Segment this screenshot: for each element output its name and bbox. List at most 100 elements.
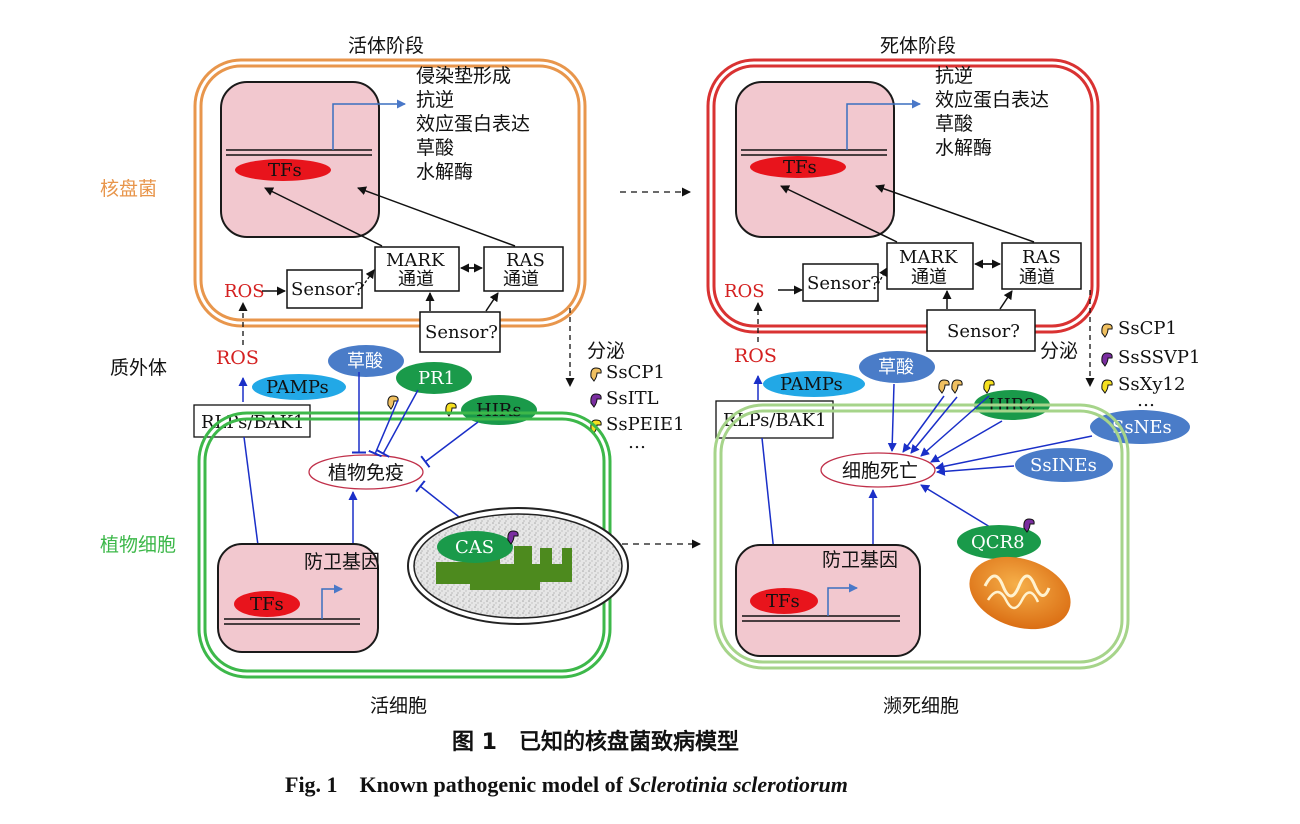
- ssines-ellipse: [1015, 448, 1113, 482]
- living-ras-label-1: RAS: [506, 250, 545, 271]
- living-fungus-arrows: [238, 186, 575, 387]
- qcr8-label: QCR8: [971, 532, 1025, 553]
- cas-effector-icon: [507, 530, 519, 545]
- living-pr1-ellipse: [396, 362, 472, 394]
- cell-death-ellipse: [820, 452, 936, 488]
- dead-mark-label-2: 通道: [911, 267, 947, 288]
- dead-oxalic-label: 草酸: [878, 357, 914, 378]
- caption-english: Fig. 1 Known pathogenic model of Sclerot…: [285, 772, 848, 797]
- living-oxalic-label: 草酸: [347, 351, 383, 372]
- living-stage-title: 活体阶段: [348, 35, 424, 57]
- living-effector-icon-orange: [387, 395, 399, 410]
- dead-output-4: 水解酶: [935, 137, 992, 159]
- dead-ras-box: [1001, 242, 1082, 290]
- living-rlps-box: [193, 404, 311, 438]
- dead-outputs: 抗逆 效应蛋白表达 草酸 水解酶: [935, 65, 1049, 159]
- dead-fungus-ros: ROS: [724, 281, 765, 302]
- living-mark-label-1: MARK: [386, 250, 445, 271]
- dead-plant-cell: [713, 403, 1130, 670]
- chloroplast: [407, 507, 629, 625]
- dead-output-2: 效应蛋白表达: [935, 89, 1049, 111]
- living-secretion-item-1: SsCP1: [606, 362, 665, 383]
- effector-icon: [983, 379, 995, 394]
- qcr8-effector-icon: [1023, 518, 1035, 533]
- living-sensor-bottom-label: Sensor?: [425, 322, 498, 343]
- dead-output-1: 抗逆: [935, 65, 973, 87]
- dead-pamps-ellipse: [763, 371, 865, 397]
- dead-mark-box: [886, 242, 974, 290]
- dead-plant-tfs-label: TFs: [766, 591, 800, 612]
- living-secretion-item-3: SsPEIE1: [606, 414, 685, 435]
- dead-plant-tfs: [750, 588, 818, 614]
- dead-defense-genes: 防卫基因: [822, 549, 898, 571]
- dead-mark-label-1: MARK: [899, 247, 958, 268]
- living-immunity-ellipse: [308, 454, 424, 490]
- living-oxalic-ellipse: [328, 345, 404, 377]
- effector-icon: [951, 379, 963, 394]
- qcr8-ellipse: [957, 525, 1041, 559]
- living-outputs: 侵染垫形成 抗逆 效应蛋白表达 草酸 水解酶: [416, 65, 530, 183]
- dead-secretion-icons: [1101, 323, 1113, 394]
- dead-sensor-bottom-box: [926, 309, 1036, 352]
- cas-ellipse: [437, 531, 513, 563]
- living-mark-label-2: 通道: [398, 269, 434, 290]
- living-plant-tfs-label: TFs: [250, 594, 284, 615]
- living-sensor-left-label: Sensor?: [291, 279, 364, 300]
- effector-icon: [1101, 352, 1113, 367]
- effector-icon: [1101, 323, 1113, 338]
- dead-ras-label-2: 通道: [1019, 267, 1055, 288]
- side-label-fungus: 核盘菌: [100, 178, 157, 200]
- living-ras-box: [483, 246, 564, 292]
- cas-label: CAS: [455, 537, 494, 558]
- dead-rlps-label: RLPs/BAK1: [723, 410, 827, 431]
- dead-sensor-left-box: [802, 263, 879, 302]
- effector-icon: [1101, 379, 1113, 394]
- living-fungus-ros: ROS: [224, 281, 265, 302]
- dead-sensor-left-label: Sensor?: [807, 273, 880, 294]
- dead-secretion-label: 分泌: [1040, 340, 1078, 362]
- side-label-exosome: 质外体: [110, 357, 167, 379]
- dead-plant-nucleus: [735, 544, 921, 657]
- dead-ras-label-1: RAS: [1022, 247, 1061, 268]
- dead-apoplast-ros: ROS: [734, 345, 777, 367]
- dead-effector-icons: [938, 379, 995, 394]
- dead-fungus-tfs: [750, 156, 846, 178]
- living-plant-tfs: [234, 591, 300, 617]
- dead-fungus-arrows: [753, 184, 1095, 387]
- living-output-2: 抗逆: [416, 89, 454, 111]
- dead-secretion-item-1: SsCP1: [1118, 318, 1177, 339]
- ssnes-label: SsNEs: [1112, 417, 1172, 438]
- dead-plant-arrows: [761, 383, 1093, 582]
- mitochondrion: [969, 556, 1071, 630]
- dead-stage-title: 死体阶段: [880, 35, 956, 57]
- living-output-5: 水解酶: [416, 161, 473, 183]
- living-apoplast-ros: ROS: [216, 347, 259, 369]
- caption-english-species: Sclerotinia sclerotiorum: [628, 772, 847, 797]
- living-cell-label: 活细胞: [370, 695, 427, 717]
- living-ras-label-2: 通道: [503, 269, 539, 290]
- living-pamps-ellipse: [252, 374, 346, 400]
- living-output-4: 草酸: [416, 137, 454, 159]
- effector-icon: [590, 367, 602, 382]
- living-immunity-label: 植物免疫: [328, 462, 404, 484]
- living-plant-nucleus: [217, 543, 379, 653]
- dead-fungus-cell: [706, 58, 1100, 334]
- dead-oxalic-ellipse: [859, 351, 935, 383]
- effector-icon: [590, 393, 602, 408]
- cell-death-label: 细胞死亡: [842, 460, 918, 482]
- dead-secretion-item-4: …: [1137, 390, 1155, 411]
- living-output-3: 效应蛋白表达: [416, 113, 530, 135]
- effector-icon: [938, 379, 950, 394]
- dead-pamps-label: PAMPs: [780, 374, 843, 395]
- living-defense-genes: 防卫基因: [304, 551, 380, 573]
- living-pamps-label: PAMPs: [266, 377, 329, 398]
- caption-english-prefix: Fig. 1 Known pathogenic model of: [285, 772, 628, 797]
- dead-fungus-tfs-label: TFs: [783, 157, 817, 178]
- living-mark-box: [374, 246, 460, 292]
- living-sensor-left-box: [286, 269, 363, 309]
- living-fungus-tfs-label: TFs: [268, 160, 302, 181]
- dead-secretion-item-3: SsXy12: [1118, 374, 1185, 395]
- dead-output-3: 草酸: [935, 113, 973, 135]
- living-pr1-label: PR1: [418, 368, 455, 389]
- living-fungus-nucleus: [220, 81, 406, 238]
